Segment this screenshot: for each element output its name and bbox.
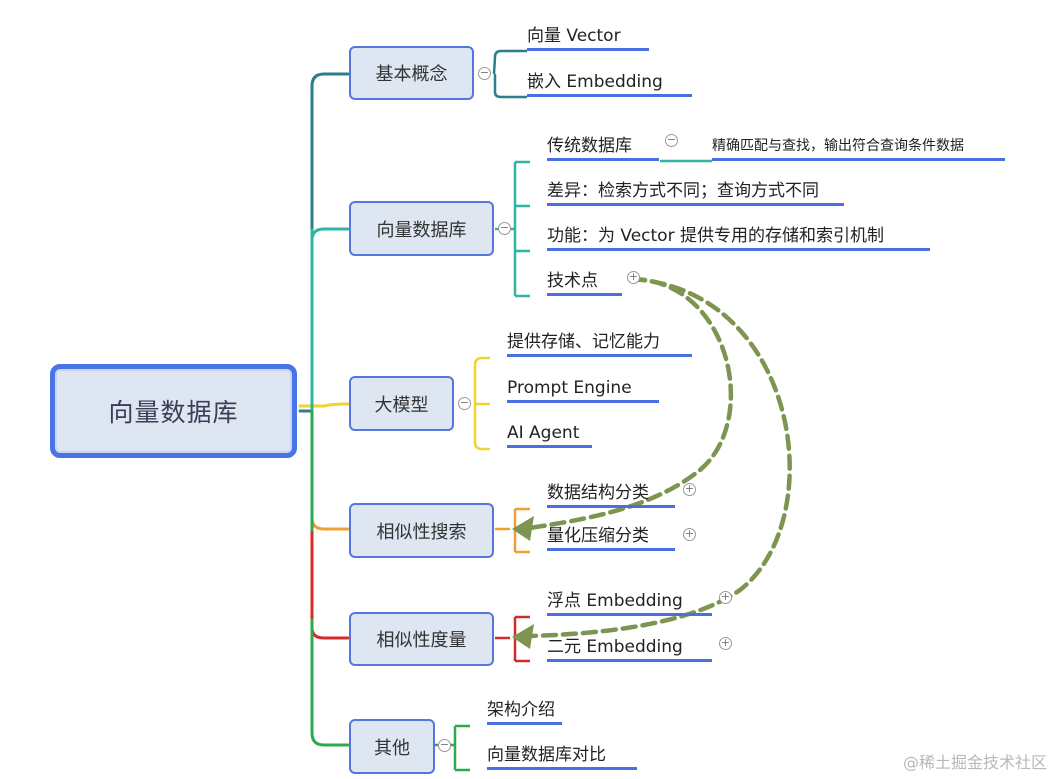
leaf-data-structure-classification[interactable]: 数据结构分类 <box>547 481 675 508</box>
leaf-ai-agent[interactable]: AI Agent <box>507 421 592 448</box>
node-basic-concepts[interactable]: 基本概念 <box>349 46 474 100</box>
node-large-model[interactable]: 大模型 <box>349 376 454 431</box>
collapse-toggle-basic[interactable]: − <box>478 66 491 80</box>
leaf-architecture[interactable]: 架构介绍 <box>487 698 562 725</box>
leaf-difference[interactable]: 差异：检索方式不同；查询方式不同 <box>547 179 844 206</box>
bracket-basic <box>492 49 527 99</box>
leaf-prompt-engine[interactable]: Prompt Engine <box>507 376 659 403</box>
dashed-arrow-to-search <box>527 276 734 531</box>
collapse-toggle-other[interactable]: − <box>438 738 451 752</box>
connector-basic <box>298 72 350 413</box>
leaf-tech-points[interactable]: 技术点 <box>547 269 622 296</box>
expand-toggle-quantization[interactable]: + <box>683 527 696 541</box>
connector-search <box>310 418 350 531</box>
leaf-binary-embedding[interactable]: 二元 Embedding <box>547 635 712 662</box>
arrowhead-measure <box>512 624 534 649</box>
leaf-vector[interactable]: 向量 Vector <box>527 24 649 51</box>
expand-toggle-tech-points[interactable]: + <box>627 270 640 284</box>
root-node[interactable]: 向量数据库 <box>50 364 297 458</box>
leaf-db-comparison[interactable]: 向量数据库对比 <box>487 743 637 770</box>
expand-toggle-float-embedding[interactable]: + <box>719 590 732 604</box>
collapse-toggle-vectordb[interactable]: − <box>498 221 511 235</box>
node-vector-database[interactable]: 向量数据库 <box>349 201 494 256</box>
leaf-traditional-db[interactable]: 传统数据库 <box>547 134 659 161</box>
leaf-quantization-classification[interactable]: 量化压缩分类 <box>547 524 675 551</box>
leaf-storage-memory[interactable]: 提供存储、记忆能力 <box>507 330 692 357</box>
connector-vectordb <box>310 227 350 302</box>
node-other[interactable]: 其他 <box>349 719 435 774</box>
leaf-embedding[interactable]: 嵌入 Embedding <box>527 70 692 97</box>
arrowhead-search <box>512 516 534 541</box>
node-similarity-measure[interactable]: 相似性度量 <box>349 612 494 666</box>
connector-other <box>310 618 350 747</box>
watermark: @稀土掘金技术社区 <box>902 753 1047 772</box>
bracket-llm <box>473 356 490 451</box>
expand-toggle-data-structure[interactable]: + <box>683 482 696 496</box>
expand-toggle-binary-embedding[interactable]: + <box>719 636 732 650</box>
collapse-toggle-llm[interactable]: − <box>458 396 471 410</box>
dashed-arrow-to-measure <box>527 276 792 639</box>
connector-llm <box>298 402 350 408</box>
collapse-toggle-traditional-db[interactable]: − <box>665 133 678 147</box>
leaf-float-embedding[interactable]: 浮点 Embedding <box>547 589 712 616</box>
leaf-function[interactable]: 功能：为 Vector 提供专用的存储和索引机制 <box>547 224 930 251</box>
leaf-traditional-db-detail[interactable]: 精确匹配与查找，输出符合查询条件数据 <box>712 134 1005 161</box>
node-similarity-search[interactable]: 相似性搜索 <box>349 503 494 558</box>
connector-measure <box>310 518 350 640</box>
